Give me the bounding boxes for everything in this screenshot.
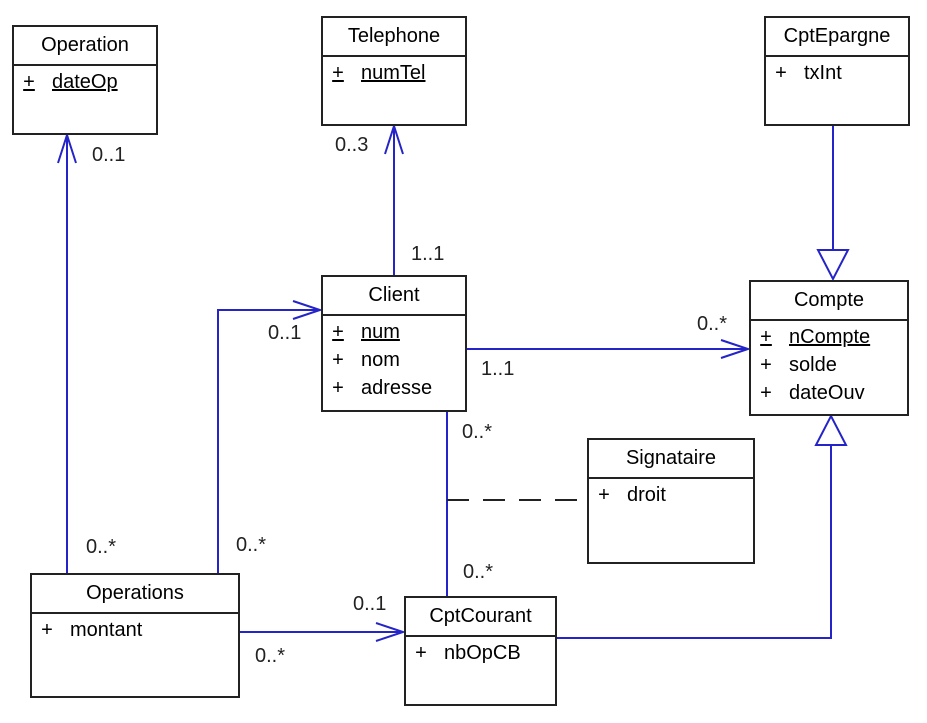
attribute-name: numTel [361,62,426,84]
open-arrowhead-icon [720,339,752,359]
class-operations[interactable]: Operations + montant [30,573,240,698]
class-cptcourant[interactable]: CptCourant + nbOpCB [404,596,557,706]
attribute-name: droit [627,484,666,506]
attribute-row: + nom [323,347,465,375]
visibility-marker: + [332,321,344,343]
visibility-marker: + [775,62,787,84]
association-client-compte [466,339,752,359]
attribute-row: + txInt [766,60,908,88]
association-operations-cptcourant [239,622,407,642]
attribute-name: txInt [804,62,842,84]
open-arrowhead-icon [57,131,77,164]
attribute-name: nCompte [789,326,871,348]
attribute-list: + montant [32,614,238,645]
multiplicity-telephone-end: 0..3 [335,134,369,156]
multiplicity-client-to-cptcourant: 0..* [462,421,493,443]
class-client[interactable]: Client + num + nom + adresse [321,275,467,412]
class-operation[interactable]: Operation + dateOp [12,25,158,135]
class-name: CptCourant [406,598,555,637]
attribute-row: + adresse [323,375,465,403]
class-name: Signataire [589,440,753,479]
class-signataire[interactable]: Signataire + droit [587,438,755,564]
attribute-name: montant [70,619,143,641]
association-operations-client [217,300,324,573]
class-name: Compte [751,282,907,321]
generalization-cptcourant-compte [556,413,848,639]
inheritance-triangle-icon [814,413,848,446]
attribute-list: + numTel [323,57,465,88]
multiplicity-cptcourant-from-client: 0..* [463,561,494,583]
attribute-row: + montant [32,617,238,645]
class-cptepargne[interactable]: CptEpargne + txInt [764,16,910,126]
class-name: CptEpargne [766,18,908,57]
inheritance-triangle-icon [816,249,850,282]
attribute-list: + droit [589,479,753,510]
multiplicity-compte-end: 0..* [697,313,728,335]
attribute-name: num [361,321,400,343]
open-arrowhead-icon [375,622,407,642]
attribute-row: + num [323,319,465,347]
association-client-telephone [384,122,404,275]
visibility-marker: + [23,71,35,93]
multiplicity-client-end-from-operations: 0..1 [268,322,302,344]
attribute-row: + nbOpCB [406,640,555,668]
multiplicity-operations-to-operation: 0..* [86,536,117,558]
attribute-row: + numTel [323,60,465,88]
attribute-list: + num + nom + adresse [323,316,465,403]
attribute-row: + nCompte [751,324,907,352]
visibility-marker: + [760,326,772,348]
visibility-marker: + [760,382,772,404]
attribute-row: + dateOuv [751,380,907,408]
attribute-name: nom [361,349,400,371]
attribute-list: + dateOp [14,66,156,97]
attribute-name: dateOp [52,71,118,93]
attribute-name: nbOpCB [444,642,521,664]
attribute-name: solde [789,354,837,376]
visibility-marker: + [760,354,772,376]
class-name: Telephone [323,18,465,57]
attribute-list: + nbOpCB [406,637,555,668]
multiplicity-operations-to-cptcourant: 0..* [255,645,286,667]
multiplicity-operation-end: 0..1 [92,144,126,166]
class-name: Client [323,277,465,316]
class-telephone[interactable]: Telephone + numTel [321,16,467,126]
open-arrowhead-icon [384,122,404,155]
multiplicity-cptcourant-from-operations: 0..1 [353,593,387,615]
visibility-marker: + [415,642,427,664]
attribute-row: + solde [751,352,907,380]
class-name: Operation [14,27,156,66]
attribute-name: dateOuv [789,382,865,404]
attribute-list: + txInt [766,57,908,88]
association-operations-operation [57,131,77,573]
multiplicity-operations-to-client: 0..* [236,534,267,556]
attribute-name: adresse [361,377,433,399]
multiplicity-client-to-compte: 1..1 [481,358,515,380]
attribute-list: + nCompte + solde + dateOuv [751,321,907,408]
attribute-row: + dateOp [14,69,156,97]
visibility-marker: + [598,484,610,506]
visibility-marker: + [332,62,344,84]
visibility-marker: + [332,349,344,371]
visibility-marker: + [41,619,53,641]
class-compte[interactable]: Compte + nCompte + solde + dateOuv [749,280,909,416]
visibility-marker: + [332,377,344,399]
open-arrowhead-icon [292,300,324,320]
generalization-cptepargne-compte [816,125,850,282]
class-name: Operations [32,575,238,614]
attribute-row: + droit [589,482,753,510]
multiplicity-client-to-telephone: 1..1 [411,243,445,265]
